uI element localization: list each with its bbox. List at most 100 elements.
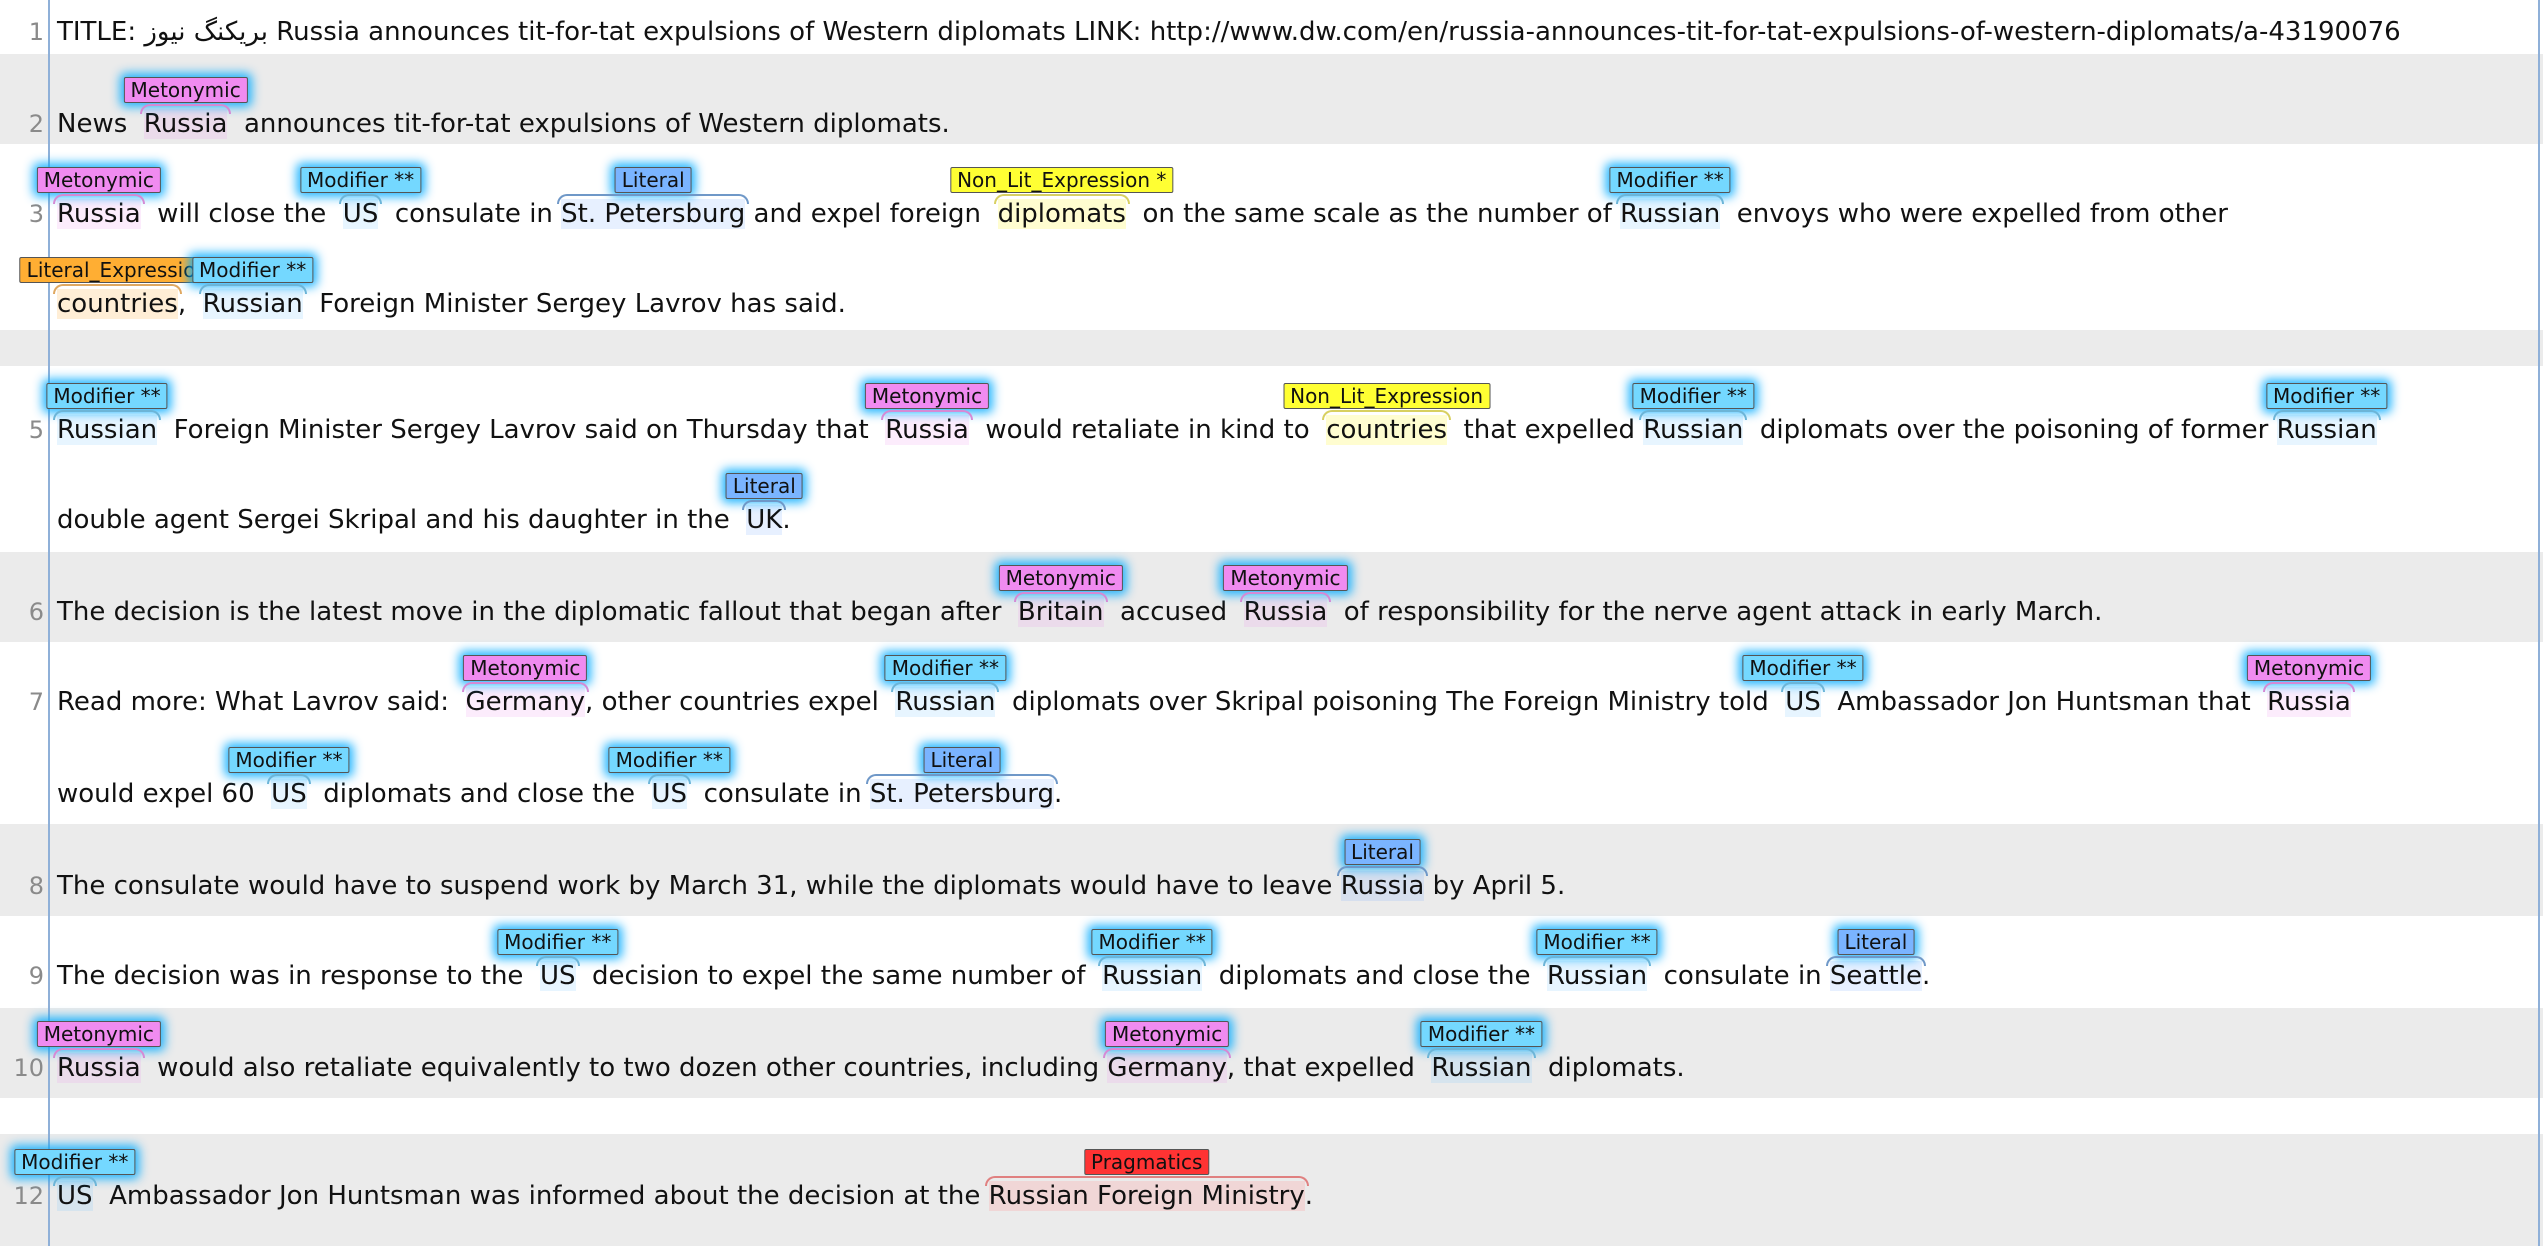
annotation-label[interactable]: Non_Lit_Expression * [950, 167, 1174, 193]
plain-text: decision to expel the same number of [575, 961, 1103, 991]
plain-text: Foreign Minister Sergey Lavrov has said. [302, 289, 846, 319]
annotation-label[interactable]: Metonymic [123, 77, 248, 103]
annotated-token[interactable]: Modifier **Russian [192, 257, 314, 319]
annotation-label[interactable]: Pragmatics [1083, 1149, 1210, 1175]
text-line: Modifier **US Ambassador Jon Huntsman wa… [14, 1149, 1313, 1211]
annotation-label[interactable]: Modifier ** [228, 747, 350, 773]
annotated-token[interactable]: Modifier ** US [1742, 655, 1864, 717]
annotation-label[interactable]: Non_Lit_Expression [1283, 383, 1491, 409]
annotation-brace [647, 774, 692, 784]
annotated-token[interactable]: Modifier ** Russian [1632, 383, 1754, 445]
annotation-brace [1781, 682, 1825, 692]
token-text: Russia [1243, 597, 1328, 627]
annotated-token[interactable]: Modifier **Russian [1536, 929, 1658, 991]
annotation-label[interactable]: Metonymic [1105, 1021, 1230, 1047]
line-number: 8 [28, 872, 44, 900]
annotation-label[interactable]: Modifier ** [2266, 383, 2388, 409]
annotated-token[interactable]: Modifier **Russian [1420, 1021, 1543, 1083]
annotation-brace [1639, 410, 1748, 420]
annotation-label[interactable]: Metonymic [36, 167, 161, 193]
annotation-label[interactable]: Metonymic [36, 1021, 161, 1047]
annotation-label[interactable]: Modifier ** [1742, 655, 1864, 681]
plain-text: would retaliate in kind to [968, 415, 1327, 445]
annotation-label[interactable]: Literal [725, 473, 803, 499]
annotation-label[interactable]: Literal_Expression [19, 257, 216, 283]
annotation-label[interactable]: Modifier ** [1091, 929, 1213, 955]
plain-text: . [1304, 1181, 1313, 1211]
annotation-brace [557, 194, 750, 204]
annotation-label[interactable]: Modifier ** [884, 655, 1007, 681]
annotation-label[interactable]: Modifier ** [192, 257, 314, 283]
annotation-label[interactable]: Metonymic [1223, 565, 1348, 591]
plain-text: accused [1103, 597, 1244, 627]
line-row [0, 1134, 2543, 1246]
annotation-label[interactable]: Metonymic [2246, 655, 2372, 681]
token-text: Germany [465, 687, 586, 717]
token-text: UK [746, 505, 783, 535]
token-text: US [271, 779, 307, 809]
annotation-label[interactable]: Modifier ** [1632, 383, 1754, 409]
annotated-token[interactable]: Modifier **US [497, 929, 619, 991]
token-text: US [1785, 687, 1821, 717]
token-text: Russia [2267, 687, 2351, 717]
annotation-label[interactable]: Modifier ** [299, 167, 422, 193]
annotation-brace [1013, 592, 1108, 602]
annotation-label[interactable]: Modifier ** [497, 929, 619, 955]
annotation-label[interactable]: Literal [923, 747, 1001, 773]
line-number: 7 [28, 688, 44, 716]
annotation-brace [198, 284, 307, 294]
annotation-label[interactable]: Literal [614, 167, 692, 193]
line-number: 5 [28, 416, 44, 444]
annotated-token[interactable]: Modifier **Russian [884, 655, 1007, 717]
annotation-brace [1103, 1048, 1231, 1058]
annotation-label[interactable]: Literal [1837, 929, 1915, 955]
annotation-label[interactable]: Modifier ** [608, 747, 730, 773]
annotated-token[interactable]: Modifier **US [608, 747, 730, 809]
annotated-token[interactable]: Modifier **US [14, 1149, 136, 1211]
annotation-label[interactable]: Modifier ** [46, 383, 168, 409]
line-row [0, 144, 2543, 330]
annotation-brace [53, 194, 145, 204]
annotation-brace [53, 1048, 145, 1058]
annotated-token[interactable]: Modifier **Russian [1091, 929, 1213, 991]
annotation-label[interactable]: Modifier ** [1420, 1021, 1543, 1047]
plain-text: consulate in [1647, 961, 1830, 991]
annotation-label[interactable]: Modifier ** [1609, 167, 1731, 193]
annotation-label[interactable]: Metonymic [864, 383, 990, 409]
annotation-label[interactable]: Metonymic [998, 565, 1123, 591]
plain-text: announces tit-for-tat expulsions of West… [227, 109, 950, 139]
annotated-token[interactable]: Non_Lit_Expression *diplomats [950, 167, 1174, 229]
annotated-token[interactable]: Modifier ** US [228, 747, 350, 809]
annotation-label[interactable]: Modifier ** [1536, 929, 1658, 955]
token-text: Russian [1643, 415, 1744, 445]
line-row [0, 824, 2543, 916]
annotation-label[interactable]: Metonymic [463, 655, 588, 681]
annotated-token[interactable]: Modifier **Russian [2266, 383, 2388, 445]
token-text: Russia [143, 109, 228, 139]
annotation-label[interactable]: Modifier ** [14, 1149, 136, 1175]
annotated-token[interactable]: Modifier **US [299, 167, 422, 229]
plain-text: The decision is the latest move in the d… [57, 597, 1018, 627]
annotated-token[interactable]: Modifier **Russian [1609, 167, 1731, 229]
annotation-label[interactable]: Literal [1344, 839, 1421, 865]
annotation-brace [535, 956, 580, 966]
token-text: Russia [57, 1053, 141, 1083]
annotated-token[interactable]: Modifier **Russian [46, 383, 168, 445]
